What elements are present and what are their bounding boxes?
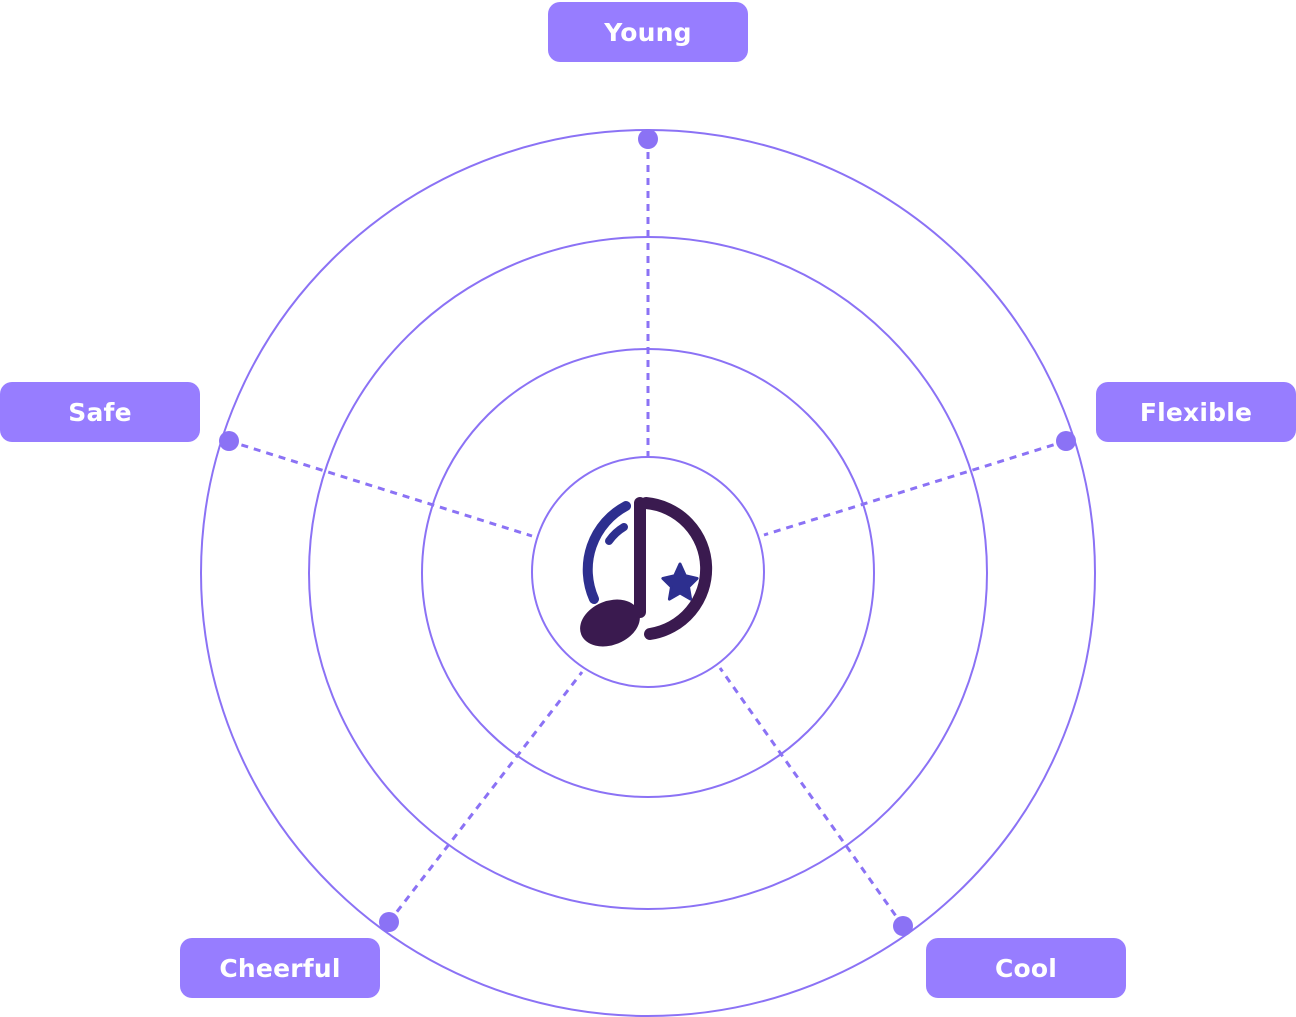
endpoints [219,129,1076,936]
dot-young [638,129,658,149]
dot-cheerful [379,912,399,932]
label-safe: Safe [0,382,200,442]
connector-flexible [763,439,1067,537]
dot-flexible [1056,431,1076,451]
connector-safe [228,439,533,538]
connector-cheerful [387,671,584,923]
dot-cool [893,916,913,936]
dot-safe [219,431,239,451]
label-cool: Cool [926,938,1126,998]
label-cheerful: Cheerful [180,938,380,998]
ring-inner [531,456,765,688]
connector-cool [718,667,905,927]
music-note-star-icon [580,497,713,647]
label-flexible: Flexible [1096,382,1296,442]
connectors [228,139,1067,927]
label-young: Young [548,2,748,62]
